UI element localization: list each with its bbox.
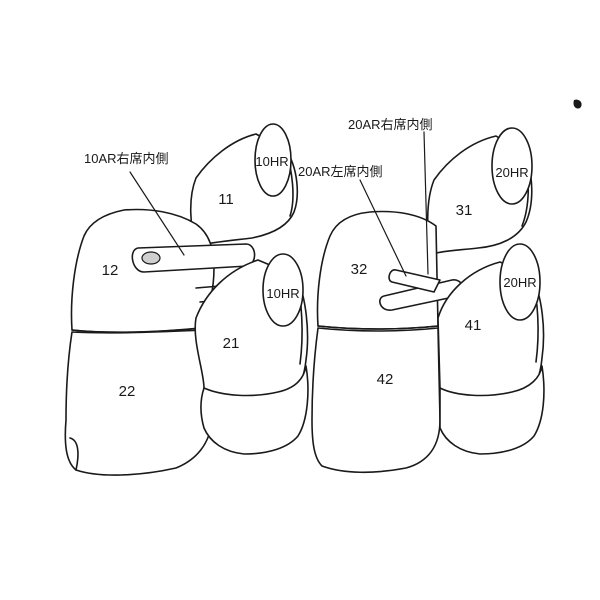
label-part-41: 41 bbox=[465, 317, 482, 334]
callout-leader-20ar-right bbox=[423, 131, 429, 275]
armrest-20ar-upper bbox=[388, 269, 441, 293]
label-headrest-20hr-rear: 20HR bbox=[495, 165, 528, 180]
seat-part-22 bbox=[64, 329, 214, 476]
left-seat-group bbox=[64, 123, 309, 476]
callout-leader-20ar-left bbox=[359, 179, 407, 277]
seam-12-22 bbox=[71, 327, 205, 333]
seam-22-bottom-line bbox=[69, 437, 79, 471]
callout-20ar-left-inner: 20AR左席内側 bbox=[298, 164, 383, 179]
seat-cushion-21-lower bbox=[200, 365, 309, 455]
headrest-20hr-rear bbox=[491, 127, 533, 205]
label-headrest-20hr-front: 20HR bbox=[503, 275, 536, 290]
headrest-20hr-front bbox=[499, 243, 541, 321]
seat-part-32 bbox=[316, 210, 439, 330]
label-part-31: 31 bbox=[456, 202, 473, 219]
label-part-32: 32 bbox=[351, 261, 368, 278]
label-headrest-10hr-front: 10HR bbox=[266, 286, 299, 301]
headrest-10hr-front bbox=[262, 253, 304, 327]
armrest-10ar-knob bbox=[141, 251, 161, 265]
corner-mark bbox=[573, 99, 582, 109]
seat-part-42 bbox=[311, 327, 441, 474]
label-part-12: 12 bbox=[102, 262, 119, 279]
label-part-21: 21 bbox=[223, 335, 240, 352]
seam-32-42 bbox=[317, 325, 439, 330]
label-part-42: 42 bbox=[377, 371, 394, 388]
label-part-11: 11 bbox=[218, 191, 234, 208]
callout-leader-10ar bbox=[129, 171, 185, 256]
headrest-10hr-rear bbox=[254, 123, 292, 197]
label-part-22: 22 bbox=[119, 383, 136, 400]
label-headrest-10hr-rear: 10HR bbox=[255, 154, 288, 169]
callout-20ar-right-inner: 20AR右席内側 bbox=[348, 117, 433, 132]
seat-cushion-41-lower bbox=[439, 365, 545, 455]
right-seat-group bbox=[311, 127, 545, 474]
callout-10ar-right-inner: 10AR右席内側 bbox=[84, 151, 169, 166]
